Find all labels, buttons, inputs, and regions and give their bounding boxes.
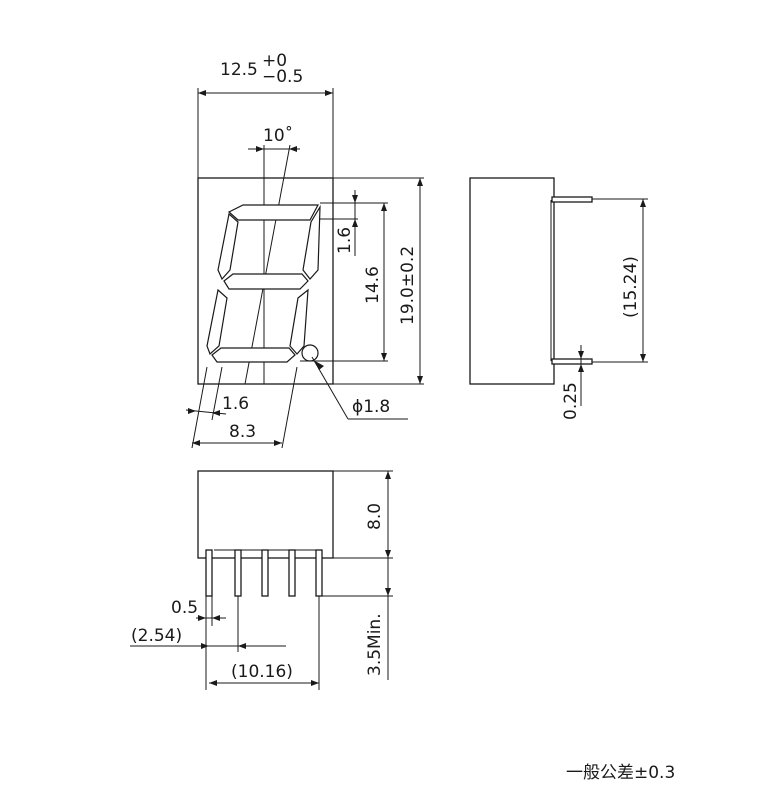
arrow bbox=[315, 361, 324, 370]
front-view: 12.5 +0 −0.5 10˚ 1.6 14.6 19.0±0.2 ϕ1.8 bbox=[185, 51, 424, 449]
segment-group bbox=[206, 204, 321, 363]
segment-e bbox=[206, 288, 228, 356]
segment-stroke-label: 1.6 bbox=[222, 394, 249, 414]
pin-thickness-label: 0.25 bbox=[561, 382, 581, 420]
arrow bbox=[381, 203, 387, 211]
side-view: (15.24) 0.25 bbox=[469, 177, 648, 420]
pin-pitch-label: (2.54) bbox=[131, 626, 182, 646]
arrow bbox=[385, 588, 391, 596]
pin-group bbox=[205, 549, 323, 597]
arrow bbox=[352, 195, 358, 203]
pin-length-label: 3.5Min. bbox=[365, 613, 385, 676]
pin bbox=[205, 549, 213, 597]
pin bbox=[261, 549, 269, 597]
pin bbox=[288, 549, 296, 597]
arrow bbox=[238, 643, 246, 649]
width-tol-minus-label: −0.5 bbox=[262, 67, 303, 87]
arrow bbox=[578, 364, 584, 372]
arrow bbox=[274, 440, 282, 446]
arrow bbox=[417, 376, 423, 384]
segment-d bbox=[211, 347, 296, 363]
segment-a bbox=[227, 204, 319, 221]
dot-diameter-label: ϕ1.8 bbox=[352, 397, 390, 417]
segment-width-label: 1.6 bbox=[335, 227, 355, 254]
arrow bbox=[256, 146, 264, 152]
arrow bbox=[352, 219, 358, 227]
pin-row-spacing-label: (15.24) bbox=[621, 256, 641, 318]
width-tol-plus-label: +0 bbox=[262, 51, 287, 71]
width-nominal-label: 12.5 bbox=[220, 60, 258, 80]
segment-g bbox=[223, 273, 309, 290]
arrow bbox=[640, 199, 646, 207]
arrow bbox=[325, 90, 333, 96]
body-depth-label: 8.0 bbox=[365, 503, 385, 530]
arrow bbox=[578, 351, 584, 359]
slant-reference-line bbox=[244, 144, 291, 385]
pin-span-label: (10.16) bbox=[231, 662, 293, 682]
arrow bbox=[311, 680, 319, 686]
pin bbox=[315, 549, 323, 597]
segment-c bbox=[289, 288, 309, 355]
segment-b bbox=[302, 204, 321, 280]
slant-extension-1 bbox=[191, 366, 208, 449]
arrow bbox=[201, 643, 209, 649]
arrow bbox=[198, 615, 206, 621]
bottom-view: 8.0 3.5Min. 0.5 (2.54) (10.16) bbox=[130, 470, 393, 690]
arrow bbox=[188, 408, 196, 414]
bottom-pin-outline bbox=[551, 358, 593, 365]
arrow bbox=[385, 550, 391, 558]
decimal-point bbox=[301, 344, 319, 362]
general-tolerance-note: 一般公差±0.3 bbox=[566, 763, 675, 783]
arrow bbox=[212, 615, 220, 621]
arrow bbox=[385, 471, 391, 479]
slant-extension-3 bbox=[281, 366, 298, 449]
arrow bbox=[381, 353, 387, 361]
pin-width-label: 0.5 bbox=[171, 598, 198, 618]
arrow bbox=[198, 90, 206, 96]
arrow bbox=[212, 410, 220, 416]
digit-width-label: 8.3 bbox=[229, 422, 256, 442]
bottom-body-outline bbox=[197, 470, 334, 559]
pin bbox=[234, 549, 242, 597]
body-height-label: 19.0±0.2 bbox=[398, 246, 418, 325]
slant-extension-2 bbox=[211, 366, 223, 421]
arrow bbox=[640, 354, 646, 362]
arrow bbox=[192, 440, 200, 446]
slant-angle-label: 10˚ bbox=[263, 125, 293, 146]
arrow bbox=[209, 680, 217, 686]
side-body-outline bbox=[469, 177, 555, 385]
digit-height-label: 14.6 bbox=[363, 266, 383, 304]
arrow bbox=[417, 178, 423, 186]
arrow bbox=[289, 146, 297, 152]
top-pin-outline bbox=[551, 196, 593, 203]
segment-f bbox=[217, 212, 239, 281]
